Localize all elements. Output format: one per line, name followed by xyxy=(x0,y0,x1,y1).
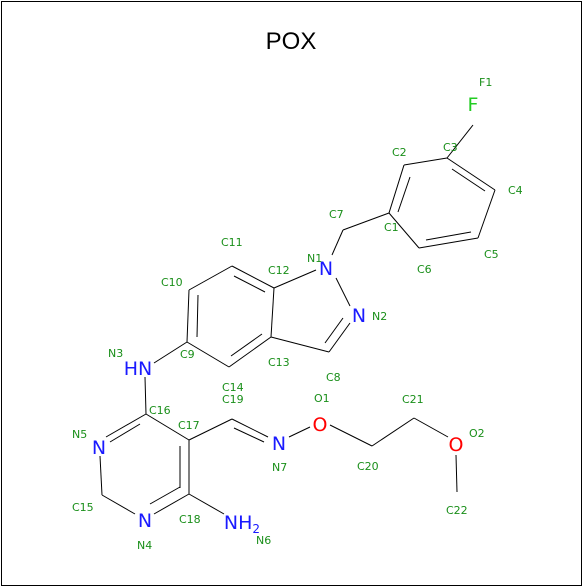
bond-n1-n2 xyxy=(335,277,351,307)
bond-c5-c4 xyxy=(477,189,496,239)
amine-nh2-symbol: NH2 xyxy=(224,512,260,536)
atom-label-c19: C19 xyxy=(222,393,244,406)
atom-label-o1: O1 xyxy=(314,392,330,405)
amine-nh-symbol: HN xyxy=(124,358,153,380)
atom-label-n3: N3 xyxy=(108,347,123,360)
bond-c3-c4-inner xyxy=(451,168,486,192)
bond-c2-c1 xyxy=(388,164,405,214)
bond-c3-c2 xyxy=(403,157,448,166)
atom-label-c12: C12 xyxy=(268,264,290,277)
bond-c14-c13-inner xyxy=(230,333,263,357)
atom-label-c9: C9 xyxy=(180,348,195,361)
bond-c14-c13 xyxy=(228,336,272,368)
bond-c10-c9 xyxy=(186,289,190,343)
atom-label-n6: N6 xyxy=(256,534,271,547)
amine-nh2-main: NH xyxy=(224,512,253,534)
atom-label-c15: C15 xyxy=(72,501,94,514)
nitrogen-n2-symbol: N xyxy=(352,305,366,327)
bond-c15-n4 xyxy=(101,494,136,515)
bonds xyxy=(99,124,496,515)
bond-c8-c13 xyxy=(270,336,330,353)
atom-label-c21: C21 xyxy=(402,393,424,406)
atom-label-c13: C13 xyxy=(268,356,290,369)
bond-c17-c19 xyxy=(188,418,233,441)
bond-c21-o2 xyxy=(413,417,449,438)
atom-label-c17: C17 xyxy=(178,419,200,432)
atom-label-c2: C2 xyxy=(392,146,407,159)
nitrogen-n4-symbol: N xyxy=(138,510,152,532)
atom-label-c6: C6 xyxy=(417,263,432,276)
bond-c11-c10 xyxy=(188,265,233,291)
nitrogen-n5-symbol: N xyxy=(92,437,106,459)
bond-f1-c3 xyxy=(446,124,474,159)
atom-label-n4: N4 xyxy=(137,539,152,552)
bond-o2-c22 xyxy=(455,454,458,493)
bond-c2-c1-inner xyxy=(397,176,411,213)
bond-c6-c5 xyxy=(418,237,479,249)
nitrogen-n1-symbol: N xyxy=(319,258,333,280)
nitrogen-n7-symbol: N xyxy=(272,433,286,455)
bond-n3-c16 xyxy=(144,376,147,415)
bond-c6-c5-inner xyxy=(425,231,472,241)
fluorine-symbol: F xyxy=(468,94,479,116)
bond-c9-n3 xyxy=(153,341,188,364)
bond-c9-c14 xyxy=(186,341,230,368)
atom-label-c8: C8 xyxy=(326,371,341,384)
bond-c19-n7-inner xyxy=(233,427,265,443)
atom-label-c5: C5 xyxy=(484,248,499,261)
bond-n4-c18 xyxy=(153,493,190,515)
bond-c19-n7 xyxy=(231,418,269,438)
bond-o1-c20 xyxy=(329,424,373,447)
atom-label-n2: N2 xyxy=(372,310,387,323)
atom-label-c16: C16 xyxy=(149,404,171,417)
bond-c10-c9-inner xyxy=(196,294,199,338)
bond-n2-c8-inner xyxy=(324,317,344,344)
bond-c12-n1 xyxy=(273,269,317,289)
bond-c11-c12-inner xyxy=(233,275,266,293)
bond-c17-c16 xyxy=(145,413,190,441)
bond-c12-c11 xyxy=(231,265,275,289)
bond-c1-c7 xyxy=(342,212,390,231)
bond-c18-n6 xyxy=(188,493,225,515)
atom-label-c1: C1 xyxy=(384,221,399,234)
atom-label-f1: F1 xyxy=(479,76,492,89)
atom-label-c4: C4 xyxy=(508,184,523,197)
bond-n5-c15 xyxy=(99,455,103,496)
atom-label-c7: C7 xyxy=(329,208,344,221)
atom-label-c20: C20 xyxy=(357,460,379,473)
bond-n7-o1 xyxy=(288,426,311,438)
atom-label-c10: C10 xyxy=(161,276,183,289)
bond-c4-c3 xyxy=(446,157,496,191)
atom-label-o2: O2 xyxy=(469,427,485,440)
oxygen-o1-symbol: O xyxy=(313,414,328,436)
atom-label-c3: C3 xyxy=(443,141,458,154)
atom-label-n5: N5 xyxy=(72,428,87,441)
atom-label-n1: N1 xyxy=(307,252,322,265)
atom-label-c14: C14 xyxy=(222,381,244,394)
bond-c7-n1 xyxy=(331,229,344,256)
bond-c16-n5 xyxy=(105,413,147,438)
atom-labels: F1 C2 C3 C4 C5 C6 C1 C7 N1 N2 C11 C12 C1… xyxy=(72,76,523,552)
atom-label-c11: C11 xyxy=(221,236,243,249)
bond-c13-c12 xyxy=(270,287,275,338)
atom-label-c22: C22 xyxy=(446,504,468,517)
bond-n2-c8 xyxy=(328,322,351,353)
amine-nh2-subscript: 2 xyxy=(252,522,260,536)
bond-c20-c21 xyxy=(371,417,415,447)
bond-c1-c6 xyxy=(388,212,420,249)
atom-label-c18: C18 xyxy=(179,513,201,526)
diagram-title: POX xyxy=(266,28,317,55)
bond-c16-n5-inner xyxy=(109,423,141,443)
oxygen-o2-symbol: O xyxy=(449,434,464,456)
atom-label-n7: N7 xyxy=(272,461,287,474)
bond-n4-c18-inner xyxy=(149,486,181,505)
